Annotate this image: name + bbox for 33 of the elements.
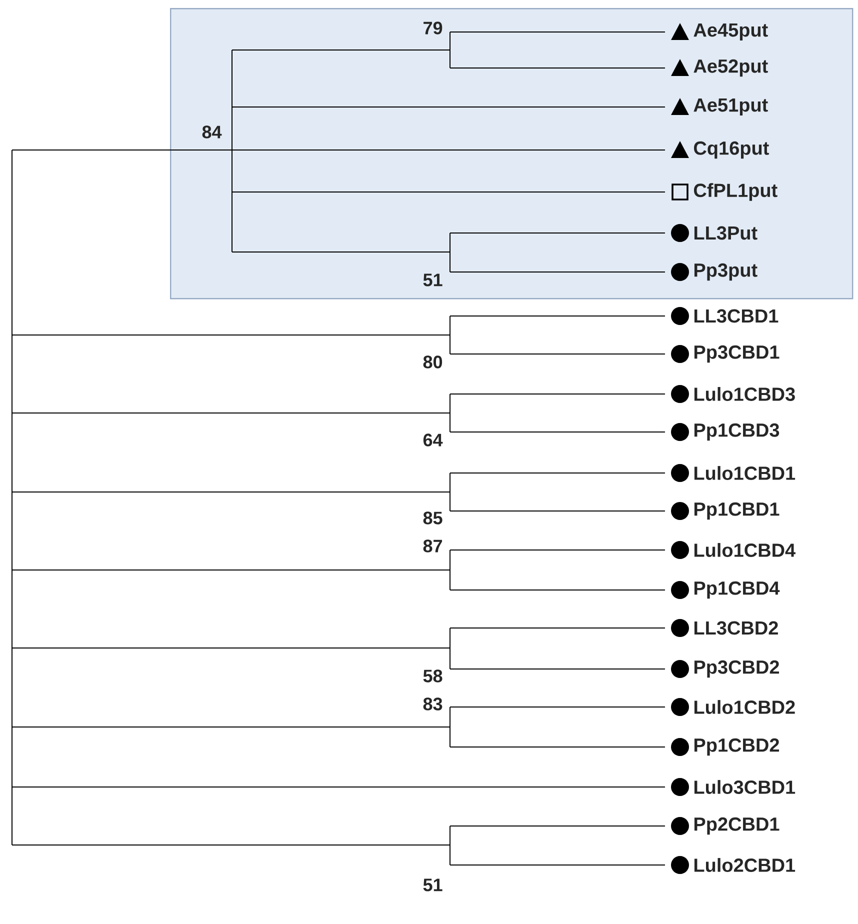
leaf-label: Ae52put: [694, 59, 768, 77]
leaf-label: Ae45put: [694, 24, 768, 40]
highlight-box: [170, 8, 854, 300]
bootstrap-value: 79: [424, 22, 442, 34]
leaf-label: Lulo1CBD2: [694, 700, 795, 714]
leaf-label: CfPL1put: [694, 183, 778, 201]
leaf-label: Pp3CBD2: [694, 660, 779, 678]
leaf-label: Cq16put: [694, 141, 769, 159]
bootstrap-value: 85: [423, 512, 442, 524]
bootstrap-value: 84: [202, 126, 222, 138]
leaf-label: Lulo1CBD4: [694, 543, 796, 557]
leaf-label: Pp1CBD1: [694, 502, 780, 520]
leaf-label: Pp3put: [694, 263, 758, 281]
leaf-label: Lulo1CBD1: [694, 466, 796, 480]
leaf-label: Lulo1CBD3: [694, 387, 795, 401]
leaf-label: Lulo2CBD1: [694, 858, 796, 872]
bootstrap-value: 87: [423, 540, 442, 552]
leaf-label: Pp1CBD2: [694, 738, 779, 756]
leaf-label: LL3CBD1: [694, 309, 778, 323]
leaf-label: Pp1CBD3: [694, 423, 780, 441]
leaf-label: LL3Put: [694, 226, 758, 240]
leaf-label: LL3CBD2: [694, 621, 778, 635]
leaf-label: Pp3CBD1: [694, 345, 780, 363]
bootstrap-value: 80: [423, 356, 442, 368]
bootstrap-value: 83: [423, 698, 442, 710]
leaf-label: Pp2CBD1: [694, 817, 780, 835]
leaf-label: Pp1CBD4: [694, 581, 780, 599]
bootstrap-value: 51: [423, 274, 442, 286]
bootstrap-value: 58: [423, 670, 442, 682]
leaf-label: Lulo3CBD1: [694, 780, 796, 794]
bootstrap-value: 51: [423, 878, 442, 892]
bootstrap-value: 64: [423, 434, 443, 446]
leaf-label: Ae51put: [694, 98, 768, 116]
